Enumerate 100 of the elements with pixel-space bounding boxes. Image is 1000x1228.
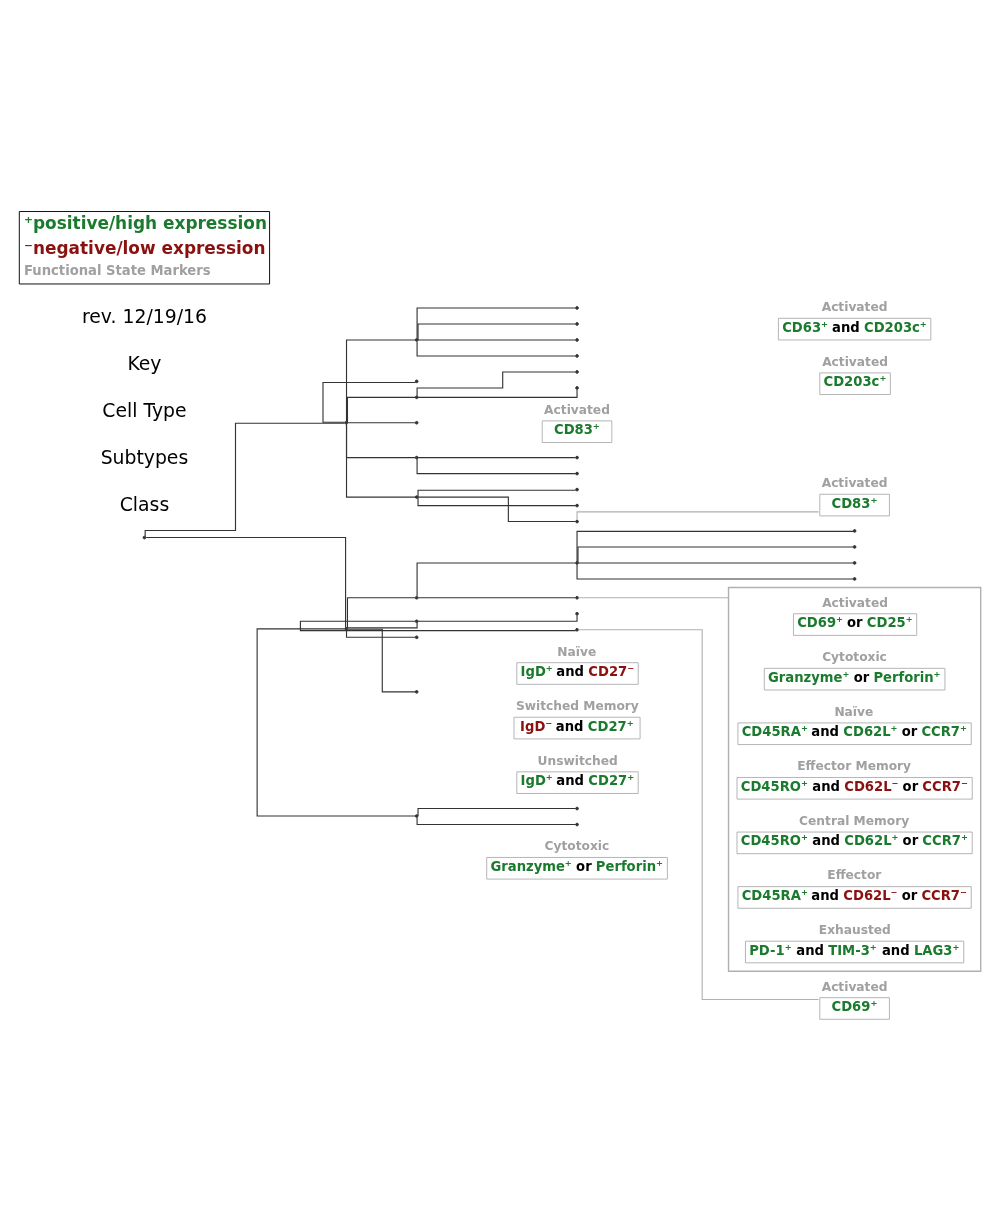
connector bbox=[347, 628, 416, 693]
node-label: Cytotoxic bbox=[822, 650, 887, 665]
node-box: CD45RO⁺ and CD62L⁺ or CCR7⁺ bbox=[736, 831, 973, 855]
node-point bbox=[414, 420, 419, 425]
node-label: Activated bbox=[821, 979, 888, 994]
node-point bbox=[414, 814, 419, 818]
node-box: CD203c⁺ bbox=[819, 372, 891, 395]
connector bbox=[577, 597, 730, 599]
node-label: Naïve bbox=[557, 644, 597, 659]
connector bbox=[416, 371, 577, 397]
node-point bbox=[414, 595, 419, 600]
legend-label: ⁻negative/low expression bbox=[24, 237, 266, 258]
connector bbox=[417, 496, 577, 507]
node-point bbox=[575, 322, 579, 326]
node-point bbox=[344, 627, 349, 631]
node-point bbox=[414, 338, 419, 342]
connector bbox=[576, 511, 820, 521]
node-label: Activated bbox=[822, 595, 888, 610]
connector bbox=[417, 339, 576, 341]
node-label: Effector Memory bbox=[797, 759, 912, 774]
node-point bbox=[414, 395, 419, 400]
node-label: Central Memory bbox=[799, 813, 910, 828]
node-label: Cytotoxic bbox=[544, 839, 610, 854]
node-point bbox=[575, 386, 579, 390]
node-point bbox=[575, 455, 579, 460]
node-box: IgD⁺ and CD27⁻ bbox=[516, 662, 639, 685]
node-point bbox=[344, 420, 349, 425]
node-point bbox=[575, 627, 579, 632]
connector bbox=[417, 614, 578, 622]
node-point bbox=[575, 354, 579, 358]
node-label: Unswitched bbox=[537, 753, 618, 768]
node-point bbox=[414, 619, 419, 624]
connector bbox=[345, 339, 416, 422]
node-label: Effector bbox=[827, 868, 882, 883]
node-point bbox=[575, 806, 579, 811]
label: Key bbox=[127, 353, 162, 375]
connector bbox=[416, 816, 577, 826]
node-point bbox=[575, 370, 579, 374]
node-box: CD69⁺ or CD25⁺ bbox=[793, 613, 918, 636]
node-point bbox=[852, 545, 857, 549]
node-point bbox=[575, 306, 579, 310]
node-point bbox=[575, 611, 579, 616]
node-label: Switched Memory bbox=[515, 699, 639, 714]
node-point bbox=[575, 519, 579, 524]
connector bbox=[417, 489, 577, 498]
node-box: IgD⁻ and CD27⁺ bbox=[513, 716, 641, 740]
connector bbox=[144, 422, 346, 537]
node-box: CD69⁺ bbox=[819, 997, 890, 1020]
connector bbox=[417, 597, 576, 599]
node-point bbox=[414, 495, 419, 499]
node-point bbox=[852, 561, 857, 565]
connector bbox=[416, 458, 577, 475]
node-box: CD63⁺ and CD203c⁺ bbox=[777, 317, 932, 341]
node-label: Activated bbox=[821, 476, 888, 491]
connector bbox=[322, 381, 417, 423]
label: Class bbox=[119, 494, 170, 516]
node-label: Activated bbox=[822, 354, 888, 369]
node-box: CD45RO⁺ and CD62L⁻ or CCR7⁻ bbox=[736, 777, 973, 800]
node-point bbox=[414, 690, 419, 694]
node-point bbox=[575, 561, 579, 565]
node-label: Exhausted bbox=[818, 923, 891, 938]
node-box: IgD⁺ and CD27⁺ bbox=[516, 771, 639, 794]
node-box: Granzyme⁺ or Perforin⁺ bbox=[486, 857, 668, 880]
connector bbox=[417, 496, 577, 523]
connector bbox=[345, 423, 416, 459]
connector bbox=[577, 629, 820, 1001]
legend-label: Functional State Markers bbox=[24, 263, 211, 279]
connector bbox=[417, 457, 576, 459]
node-point bbox=[575, 471, 579, 476]
node-box: CD45RA⁺ and CD62L⁺ or CCR7⁺ bbox=[737, 722, 972, 745]
node-point bbox=[414, 455, 419, 460]
node-label: Activated bbox=[821, 300, 888, 315]
node-point bbox=[575, 595, 579, 600]
node-box: CD83⁺ bbox=[819, 493, 890, 517]
node-point bbox=[414, 635, 419, 640]
label: Cell Type bbox=[102, 400, 187, 422]
node-point bbox=[575, 503, 579, 508]
node-box: PD-1⁺ and TIM-3⁺ and LAG3⁺ bbox=[745, 940, 965, 964]
connector bbox=[417, 323, 577, 341]
node-label: Activated bbox=[544, 402, 610, 417]
node-point bbox=[575, 822, 579, 827]
node-point bbox=[142, 535, 147, 540]
connector bbox=[347, 422, 416, 424]
node-point bbox=[852, 577, 857, 581]
node-point bbox=[575, 338, 579, 342]
cluster bbox=[727, 586, 982, 972]
node-box: Granzyme⁺ or Perforin⁺ bbox=[763, 667, 946, 691]
connector bbox=[417, 388, 578, 398]
node-point bbox=[852, 529, 857, 533]
legend-label: ⁺positive/high expression bbox=[24, 213, 267, 234]
node-box: CD45RA⁺ and CD62L⁻ or CCR7⁻ bbox=[737, 886, 972, 909]
connector bbox=[417, 807, 577, 817]
node-point bbox=[414, 379, 419, 384]
label: Subtypes bbox=[100, 447, 189, 469]
node-label: Naïve bbox=[834, 704, 874, 719]
node-point bbox=[575, 487, 579, 492]
label: rev. 12/19/16 bbox=[81, 306, 207, 328]
node-box: CD83⁺ bbox=[541, 420, 613, 443]
connector bbox=[345, 423, 416, 498]
connector bbox=[346, 396, 416, 423]
